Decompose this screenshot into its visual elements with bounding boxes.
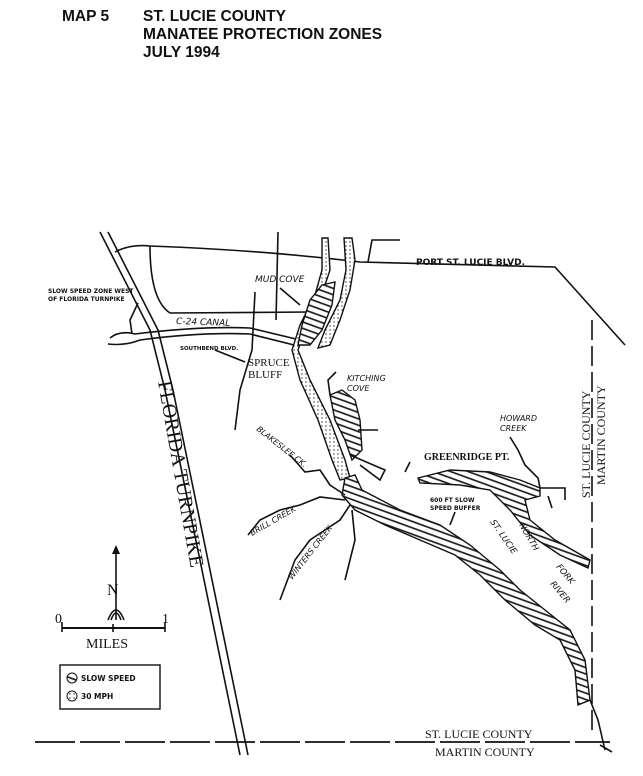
winters-creek-branch <box>344 509 356 581</box>
label-florida-turnpike: FLORIDA TURNPIKE <box>153 379 208 569</box>
legend-slow-speed: SLOW SPEED <box>81 674 136 683</box>
label-c24-canal: C-24 CANAL <box>176 317 231 329</box>
label-spruce: SPRUCE <box>248 357 290 369</box>
label-buffer-2: SPEED BUFFER <box>430 505 481 512</box>
label-buffer-1: 600 FT SLOW <box>430 497 475 504</box>
top-road <box>367 239 400 263</box>
label-county-v-st-lucie: ST. LUCIE COUNTY <box>579 390 593 498</box>
florida-turnpike-road <box>99 231 249 756</box>
label-kitching: KITCHING <box>347 374 386 383</box>
mud-cove-slow-zone <box>297 281 336 346</box>
kitching-cove-shore <box>327 371 387 482</box>
label-st-lucie: ST. LUCIE <box>488 518 519 557</box>
legend: SLOW SPEED 30 MPH <box>59 664 161 710</box>
north-fork-dock <box>540 487 566 509</box>
label-county-h-st-lucie: ST. LUCIE COUNTY <box>425 727 533 741</box>
label-county-h-martin: MARTIN COUNTY <box>435 745 535 759</box>
label-southbend-blvd: SOUTHBEND BLVD. <box>180 346 238 352</box>
northern-road <box>149 245 311 314</box>
blakeslee-creek-line <box>289 454 346 496</box>
label-creek: CREEK <box>500 424 527 433</box>
southbend-blvd-road <box>234 291 256 431</box>
southern-creek <box>589 699 613 753</box>
label-slow-zone-west-2: OF FLORIDA TURNPIKE <box>48 296 125 303</box>
map-title: MAP 5 ST. LUCIE COUNTY MANATEE PROTECTION… <box>62 8 382 62</box>
port-st-lucie-blvd-road <box>114 244 626 346</box>
label-county-v-martin: MARTIN COUNTY <box>594 385 608 485</box>
map-number: MAP 5 <box>62 8 110 25</box>
scale-bar: 0 1 MILES <box>55 612 169 652</box>
label-mud-cove: MUD COVE <box>255 275 305 285</box>
label-port-st-lucie-blvd: PORT ST. LUCIE BLVD. <box>416 258 525 268</box>
label-brill-creek: BRILL CREEK <box>249 504 299 538</box>
brill-creek-line <box>247 496 346 536</box>
scale-one: 1 <box>162 612 169 627</box>
30mph-swatch <box>66 690 78 702</box>
title-line-3: JULY 1994 <box>143 44 220 61</box>
st-lucie-river-slow-zone <box>341 474 591 707</box>
label-winters-creek: WINTERS CREEK <box>286 523 334 581</box>
north-label: N <box>107 582 119 599</box>
legend-30mph: 30 MPH <box>81 692 113 701</box>
label-greenridge-pt: GREENRIDGE PT. <box>424 452 510 463</box>
greenridge-leader <box>404 461 411 473</box>
c24-canal <box>107 326 301 347</box>
mud-cove-leader <box>279 287 301 306</box>
label-blakeslee-ck: BLAKESLEE CK. <box>255 424 309 469</box>
scale-unit: MILES <box>86 637 128 652</box>
label-slow-zone-west-1: SLOW SPEED ZONE WEST <box>48 288 134 295</box>
north-fork-slow-zone <box>417 469 591 569</box>
river-30mph-upper <box>316 237 356 350</box>
label-cove: COVE <box>347 384 370 393</box>
slow-speed-swatch <box>66 672 78 684</box>
title-line-1: ST. LUCIE COUNTY <box>143 8 286 25</box>
scale-zero: 0 <box>55 612 62 627</box>
howard-creek-line <box>509 436 541 489</box>
buffer-leader <box>449 511 456 526</box>
north-arrow: N <box>107 545 125 621</box>
kitching-cove-slow-zone <box>329 389 363 462</box>
label-howard: HOWARD <box>500 414 537 423</box>
title-line-2: MANATEE PROTECTION ZONES <box>143 26 383 43</box>
winters-creek-line <box>279 504 351 601</box>
north-road <box>275 231 279 321</box>
slow-zone-leader <box>129 302 139 335</box>
southbend-leader <box>214 349 246 363</box>
label-bluff: BLUFF <box>248 369 282 381</box>
